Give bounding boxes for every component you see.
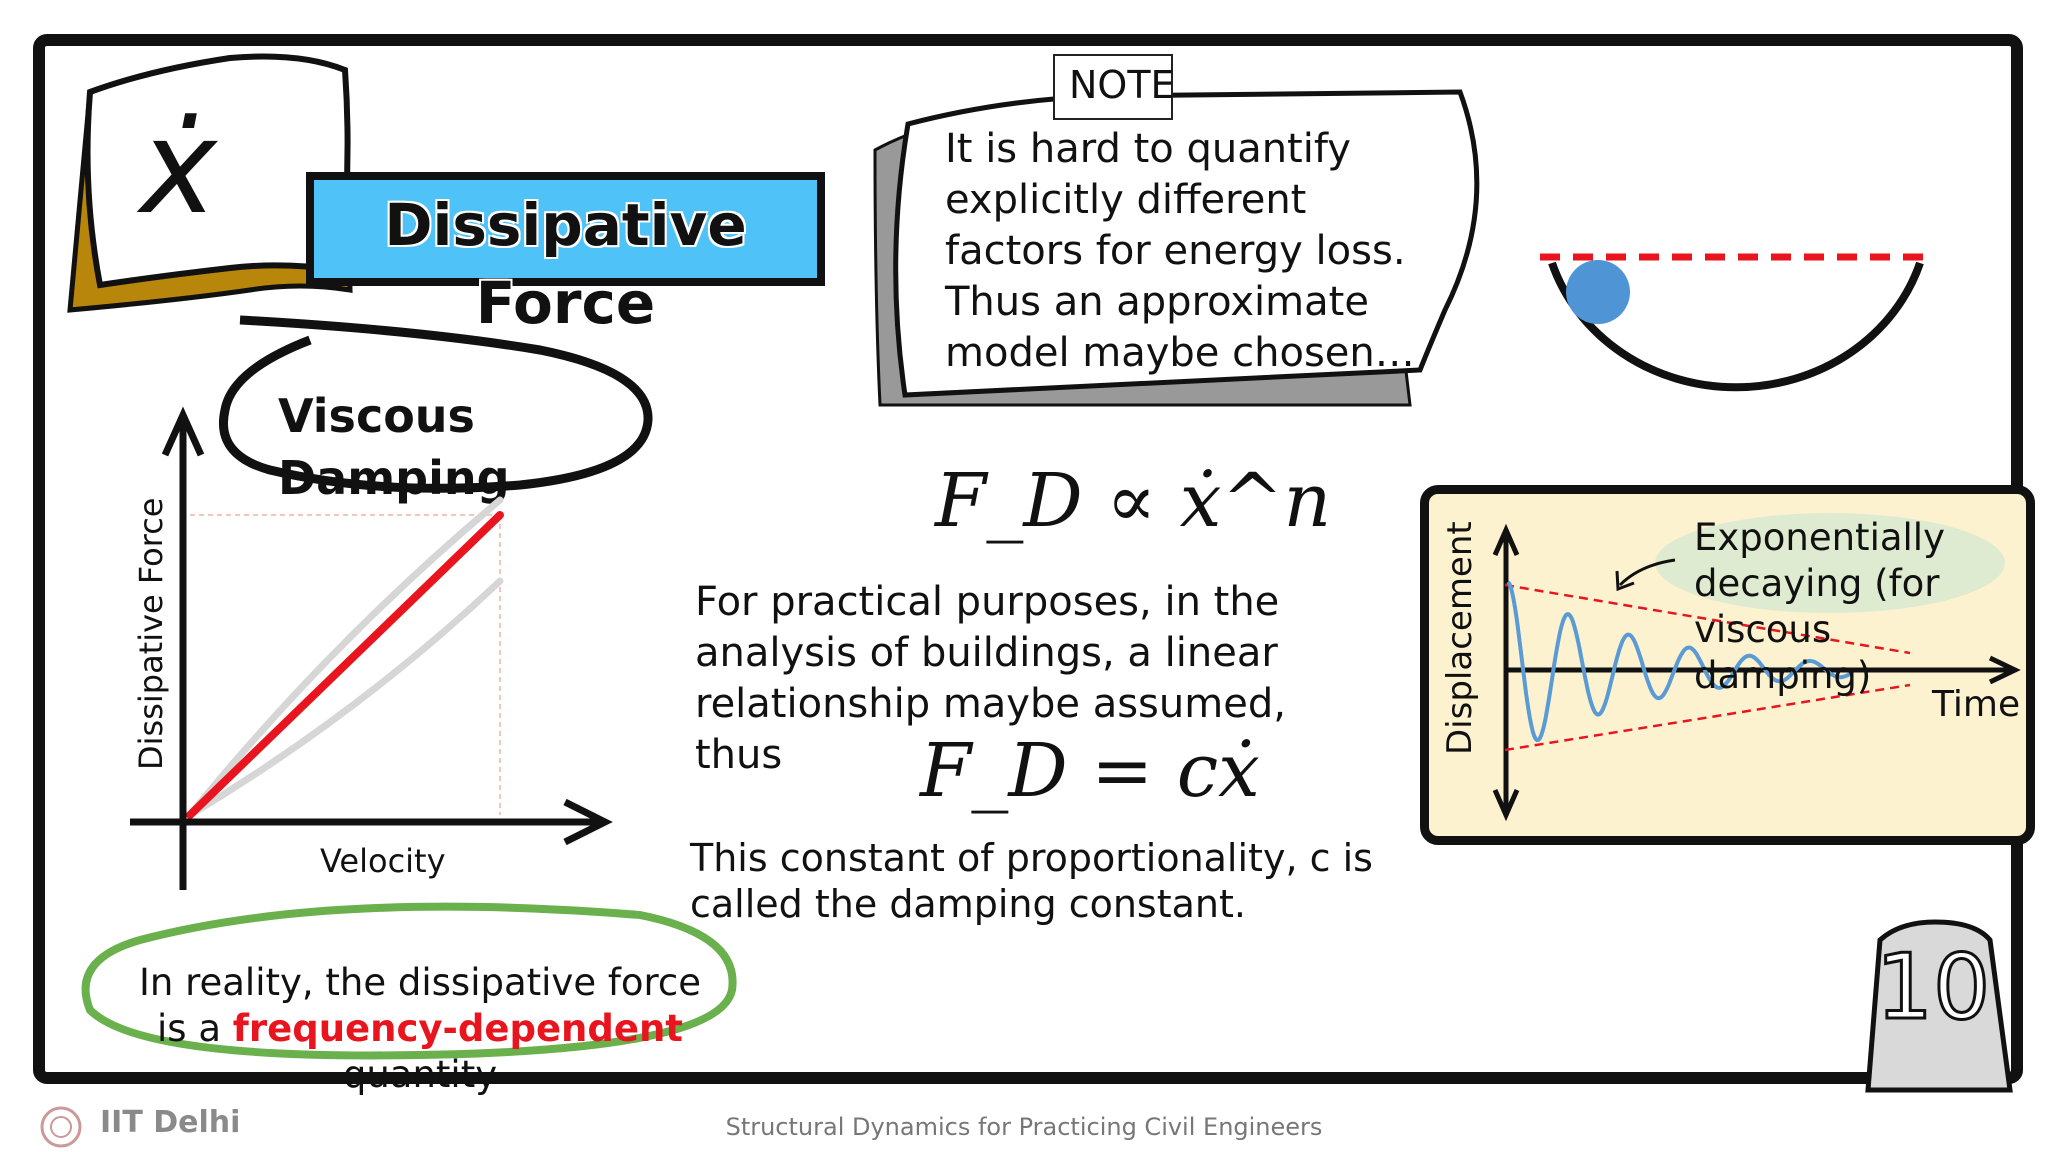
logo-flag: [67, 53, 353, 313]
decay-pointer-head: [1615, 570, 1635, 592]
bowl: [1548, 261, 1924, 392]
decay-time-arrow: [1988, 655, 2021, 685]
iit-delhi-logo-icon: [40, 1106, 82, 1148]
decay-disp-arrow-top: [1492, 523, 1520, 557]
x-axis-label: Velocity: [320, 842, 446, 880]
footer-course-title: Structural Dynamics for Practicing Civil…: [725, 1113, 1323, 1141]
note-scroll: [873, 89, 1480, 407]
practical-text: For practical purposes, in the analysis …: [695, 579, 1286, 778]
slide-number: 10: [1874, 935, 1992, 1040]
decay-wave: [1506, 580, 1853, 743]
decay-pointer-arrow: [1618, 558, 1676, 587]
decay-label-highlight: [1655, 513, 2005, 613]
chart-guides: [190, 514, 501, 815]
decay-diagram: [1492, 513, 2021, 822]
y-axis-label: Dissipative Force: [132, 497, 170, 771]
nonlinear-damping-curve: [186, 496, 504, 819]
logo-symbol: ẋ: [136, 91, 219, 243]
nonlinear-damping-curve: [186, 577, 504, 819]
formula-proportional: F_D ∝ ẋ^n: [935, 458, 1332, 544]
chart-series: [186, 496, 504, 819]
formula-linear: F_D = cẋ: [920, 728, 1260, 814]
y-axis-arrow: [161, 406, 205, 457]
ball: [1566, 260, 1630, 324]
slide-title: Dissipative Force: [384, 191, 747, 337]
linear-damping-line: [186, 511, 504, 819]
viscous-damping-label: Viscous Damping: [278, 389, 510, 505]
note-text: It is hard to quantify explicitly differ…: [945, 126, 1415, 376]
decay-label: Exponentially decaying (for viscous damp…: [1694, 516, 1945, 697]
footer-brand: IIT Delhi: [100, 1105, 241, 1140]
damping-constant-text: This constant of proportionality, c is c…: [690, 836, 1373, 926]
reality-ellipse: [81, 902, 737, 1060]
reality-prefix: In reality, the dissipative force is a: [138, 961, 702, 1050]
decay-disp-arrow-bottom: [1492, 788, 1520, 822]
title-banner: [306, 172, 825, 286]
displacement-label: Displacement: [1440, 521, 1480, 755]
x-axis-arrow: [563, 798, 613, 846]
note-tag: NOTE: [1053, 54, 1175, 120]
reality-suffix: quantity: [342, 1053, 498, 1096]
decay-envelope-bottom: [1504, 683, 1911, 752]
viscous-damping-chart: [130, 406, 613, 890]
time-label: Time: [1932, 684, 2021, 725]
frequency-dependent-highlight: frequency-dependent: [232, 1007, 683, 1050]
reality-note: In reality, the dissipative force is a f…: [120, 960, 720, 1098]
slide-number-tab: [1865, 919, 2013, 1093]
decay-envelope-top: [1504, 583, 1911, 655]
viscous-loop: [219, 315, 653, 493]
